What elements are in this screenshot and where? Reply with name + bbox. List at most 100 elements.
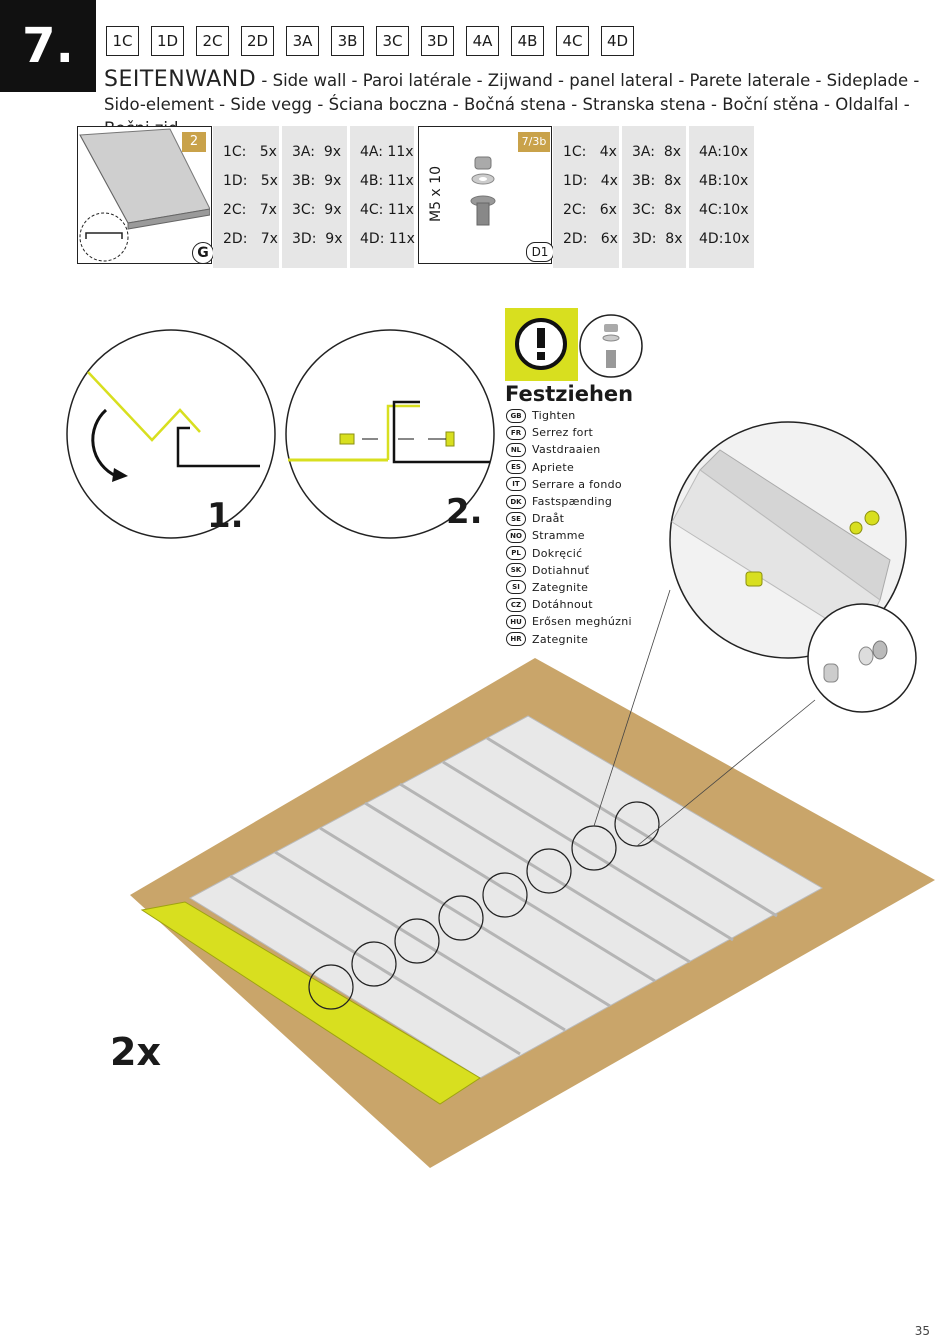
translation-text: Zategnite (532, 580, 589, 594)
quantity-cell: 2D: 6x (563, 231, 618, 247)
translation-text: Dotáhnout (532, 598, 593, 612)
quantity-cell: 4D:10x (699, 231, 750, 247)
model-selector: 1C 1D 2C 2D 3A 3B 3C 3D 4A 4B 4C 4D (106, 26, 634, 56)
list-item: NL Vastdraaien (506, 441, 632, 458)
detail-step-label: 2. (446, 492, 483, 532)
model-box: 4C (556, 26, 589, 56)
part-letter: G (192, 242, 214, 264)
model-box: 3C (376, 26, 409, 56)
quantity-cell: 4C:10x (699, 202, 749, 218)
language-code: IT (506, 477, 526, 492)
translation-text: Serrez fort (532, 426, 594, 440)
model-box: 4B (511, 26, 544, 56)
translation-text: Draåt (532, 512, 565, 526)
quantity-cell: 1C: 4x (563, 144, 617, 160)
translation-text: Dokręcić (532, 546, 583, 560)
part-quantity-tag: 2 (182, 132, 206, 152)
quantity-cell: 4A: 11x (360, 144, 414, 160)
part-quantity-column: 4A:10x 4B:10x 4C:10x 4D:10x (689, 126, 754, 268)
language-code: ES (506, 460, 526, 475)
exclamation-icon (515, 318, 567, 370)
quantity-cell: 3D: 9x (292, 231, 343, 247)
page-number: 35 (914, 1324, 930, 1338)
quantity-cell: 2C: 7x (223, 202, 277, 218)
list-item: FR Serrez fort (506, 424, 632, 441)
list-item: SI Zategnite (506, 579, 632, 596)
model-box: 4D (601, 26, 634, 56)
language-code: CZ (506, 597, 526, 612)
warning-box (505, 308, 578, 381)
bolt-nut-washer-icon (470, 156, 496, 226)
list-item: HR Zategnite (506, 630, 632, 647)
quantity-cell: 1D: 5x (223, 173, 278, 189)
model-box: 3A (286, 26, 319, 56)
panel-ribs (229, 736, 778, 1056)
part-quantity-column: 1C: 5x 1D: 5x 2C: 7x 2D: 7x (213, 126, 279, 268)
list-item: ES Apriete (506, 459, 632, 476)
side-wall-panel-icon (79, 128, 211, 262)
quantity-cell: 4C: 11x (360, 202, 414, 218)
detail-2-illustration (285, 329, 495, 539)
list-item: CZ Dotáhnout (506, 596, 632, 613)
translation-text: Zategnite (532, 632, 589, 646)
title-translations: - Side wall - Paroi latérale - Zijwand -… (104, 71, 920, 138)
model-box: 1D (151, 26, 184, 56)
model-box: 1C (106, 26, 139, 56)
quantity-cell: 4D: 11x (360, 231, 415, 247)
quantity-cell: 4B:10x (699, 173, 749, 189)
step-title: SEITENWAND - Side wall - Paroi latérale … (104, 68, 924, 141)
language-code: FR (506, 425, 526, 440)
model-box: 3D (421, 26, 454, 56)
list-item: HU Erősen meghúzni (506, 613, 632, 630)
language-code: GB (506, 408, 526, 423)
quantity-cell: 3B: 8x (632, 173, 682, 189)
warning-heading: Festziehen (505, 382, 634, 406)
model-box: 2D (241, 26, 274, 56)
quantity-cell: 4A:10x (699, 144, 749, 160)
title-main: SEITENWAND (104, 67, 257, 92)
translation-text: Stramme (532, 529, 585, 543)
quantity-cell: 3C: 8x (632, 202, 682, 218)
quantity-cell: 2D: 7x (223, 231, 278, 247)
model-box: 4A (466, 26, 499, 56)
highlighted-panel (140, 901, 481, 1105)
quantity-cell: 1D: 4x (563, 173, 618, 189)
translation-text: Erősen meghúzni (532, 615, 632, 629)
quantity-cell: 2C: 6x (563, 202, 617, 218)
language-code: SE (506, 511, 526, 526)
translation-text: Apriete (532, 460, 575, 474)
quantity-cell: 3D: 8x (632, 231, 683, 247)
language-code: SI (506, 580, 526, 595)
quantity-cell: 3B: 9x (292, 173, 342, 189)
model-box: 3B (331, 26, 364, 56)
list-item: IT Serrare a fondo (506, 476, 632, 493)
translation-text: Serrare a fondo (532, 477, 622, 491)
step-number: 7. (0, 0, 96, 92)
language-code: NO (506, 528, 526, 543)
quantity-cell: 4B: 11x (360, 173, 414, 189)
bolt-tighten-icon (579, 314, 643, 378)
translation-text: Tighten (532, 409, 576, 423)
part-quantity-column: 3A: 8x 3B: 8x 3C: 8x 3D: 8x (622, 126, 686, 268)
quantity-cell: 3C: 9x (292, 202, 342, 218)
quantity-cell: 3A: 9x (292, 144, 342, 160)
translation-text: Vastdraaien (532, 443, 601, 457)
part-quantity-tag: 7/3b (518, 132, 550, 152)
quantity-cell: 1C: 5x (223, 144, 277, 160)
language-code: HU (506, 614, 526, 629)
translation-text: Dotiahnuť (532, 563, 590, 577)
language-code: NL (506, 442, 526, 457)
detail-1-illustration (66, 329, 276, 539)
language-code: DK (506, 494, 526, 509)
part-quantity-column: 3A: 9x 3B: 9x 3C: 9x 3D: 9x (282, 126, 347, 268)
list-item: NO Stramme (506, 527, 632, 544)
zoom-detail-illustration (669, 421, 917, 713)
translation-list: GB Tighten FR Serrez fort NL Vastdraaien ES… (506, 407, 632, 648)
quantity-cell: 3A: 8x (632, 144, 682, 160)
model-box: 2C (196, 26, 229, 56)
part-quantity-column: 4A: 11x 4B: 11x 4C: 11x 4D: 11x (350, 126, 415, 268)
detail-step-label: 1. (207, 496, 244, 536)
language-code: HR (506, 632, 526, 647)
